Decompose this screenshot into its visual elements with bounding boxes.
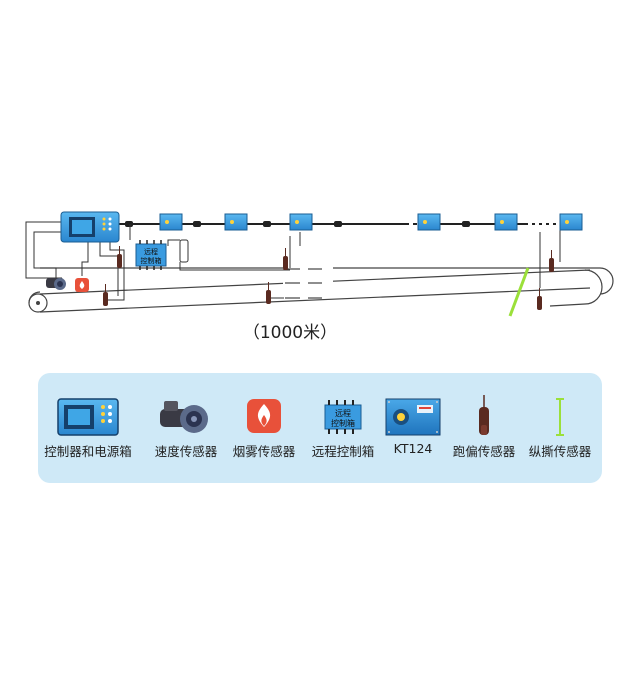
deviation-sensor <box>283 248 288 270</box>
legend-label: 跑偏传感器 <box>452 444 516 459</box>
controller-power-box <box>60 211 120 243</box>
deviation-sensor <box>537 288 542 310</box>
conveyor-system-diagram: 远程 控制箱 <box>25 211 614 317</box>
legend-item-tear-sensor: 纵撕传感器 <box>520 373 600 483</box>
deviation-sensor <box>117 246 122 268</box>
kt124-icon <box>385 398 441 436</box>
legend-label: 速度传感器 <box>154 444 218 459</box>
tear-sensor-icon <box>556 398 564 436</box>
kt124-unit <box>494 213 518 231</box>
smoke-sensor <box>75 278 89 292</box>
kt124-unit <box>289 213 313 231</box>
speed-sensor-icon <box>160 401 208 433</box>
tear-sensor <box>508 267 530 317</box>
legend-item-deviation-sensor: 跑偏传感器 <box>444 373 524 483</box>
distance-label: （1000米） <box>242 323 338 343</box>
remote-control-box: 远程 控制箱 <box>135 240 167 270</box>
deviation-sensor <box>549 250 554 272</box>
conveyor-belt <box>28 262 614 313</box>
deviation-sensor-icon <box>479 395 489 435</box>
speed-sensor <box>46 278 66 290</box>
legend-item-controller: 控制器和电源箱 <box>44 373 132 483</box>
kt124-unit <box>417 213 441 231</box>
power-tag <box>179 239 189 263</box>
legend-label: KT124 <box>393 441 433 456</box>
legend-label: 远程控制箱 <box>311 444 375 459</box>
controller-icon <box>57 398 119 436</box>
remote-box-label-line1: 远程 <box>144 247 158 256</box>
legend-item-speed-sensor: 速度传感器 <box>146 373 226 483</box>
signal-bus <box>118 221 560 227</box>
deviation-sensor <box>103 284 108 306</box>
remote-control-box-icon: 远程 控制箱 <box>324 400 362 434</box>
deviation-sensors <box>103 246 554 310</box>
remote-box-label-line1: 远程 <box>335 409 351 418</box>
kt124-units <box>159 213 583 231</box>
legend-item-kt124: KT124 <box>373 373 453 483</box>
legend-panel: 控制器和电源箱 速度传感器 烟雾传感器 远程 <box>38 373 602 483</box>
legend-item-remote-box: 远程 控制箱 远程控制箱 <box>303 373 383 483</box>
kt124-unit <box>559 213 583 231</box>
deviation-sensor <box>266 282 271 304</box>
smoke-sensor-icon <box>247 399 281 433</box>
kt124-unit <box>159 213 183 231</box>
legend-item-smoke-sensor: 烟雾传感器 <box>224 373 304 483</box>
remote-box-label-line2: 控制箱 <box>331 418 355 428</box>
legend-label: 控制器和电源箱 <box>44 444 132 459</box>
legend-label: 烟雾传感器 <box>232 444 296 459</box>
kt124-unit <box>224 213 248 231</box>
remote-box-label-line2: 控制箱 <box>141 256 162 265</box>
legend-label: 纵撕传感器 <box>528 444 592 459</box>
